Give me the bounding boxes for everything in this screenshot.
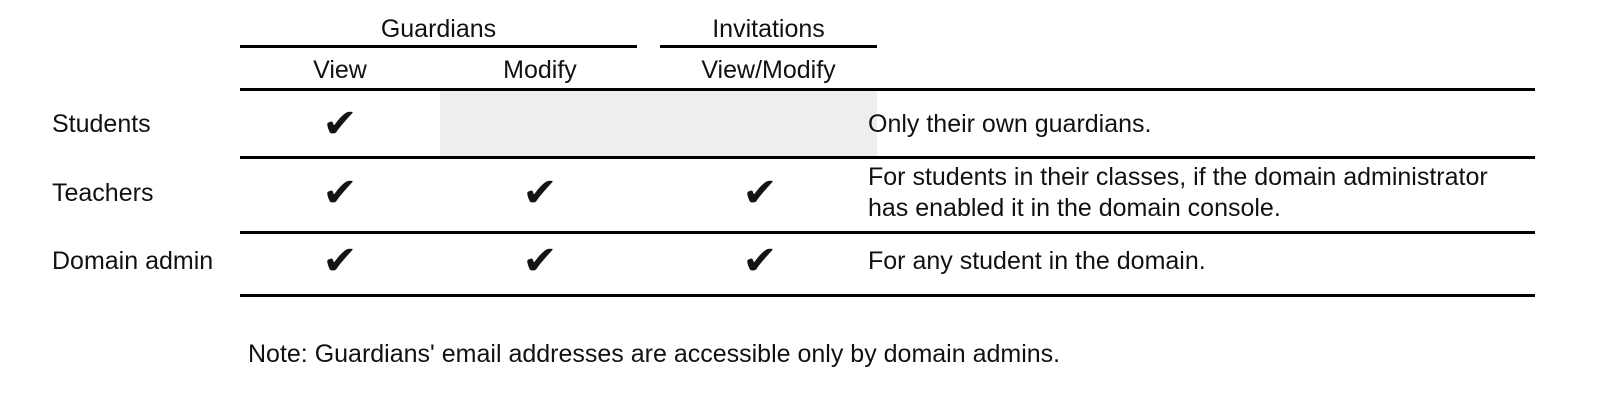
- check-domain-admin-guardians-modify: ✔: [522, 238, 558, 284]
- check-domain-admin-guardians-view: ✔: [322, 238, 358, 284]
- check-teachers-invitations: ✔: [742, 170, 778, 216]
- description-students: Only their own guardians.: [868, 110, 1152, 138]
- rule-after-students-row: [240, 156, 1535, 159]
- rule-under-guardians-group: [240, 45, 637, 48]
- row-label-domain-admin: Domain admin: [52, 247, 214, 275]
- description-teachers-line1: For students in their classes, if the do…: [868, 163, 1488, 191]
- rule-under-invitations-group: [660, 45, 877, 48]
- cell-students-not-applicable-shading: [440, 91, 877, 156]
- row-label-students: Students: [52, 110, 151, 138]
- footnote-text: Note: Guardians' email addresses are acc…: [248, 340, 1061, 368]
- description-teachers-line2: has enabled it in the domain console.: [868, 194, 1281, 222]
- rule-after-teachers-row: [240, 231, 1535, 234]
- column-header-guardians-view: View: [313, 56, 367, 84]
- rule-header-bottom: [240, 88, 1535, 91]
- column-header-invitations-view-modify: View/Modify: [701, 56, 836, 84]
- row-label-teachers: Teachers: [52, 179, 154, 207]
- rule-table-bottom: [240, 294, 1535, 297]
- column-header-guardians-modify: Modify: [503, 56, 577, 84]
- check-students-guardians-view: ✔: [322, 101, 358, 147]
- column-group-invitations-label: Invitations: [712, 15, 825, 43]
- column-group-guardians-label: Guardians: [380, 15, 497, 43]
- description-domain-admin: For any student in the domain.: [868, 247, 1206, 275]
- check-teachers-guardians-modify: ✔: [522, 170, 558, 216]
- check-domain-admin-invitations: ✔: [742, 238, 778, 284]
- check-teachers-guardians-view: ✔: [322, 170, 358, 216]
